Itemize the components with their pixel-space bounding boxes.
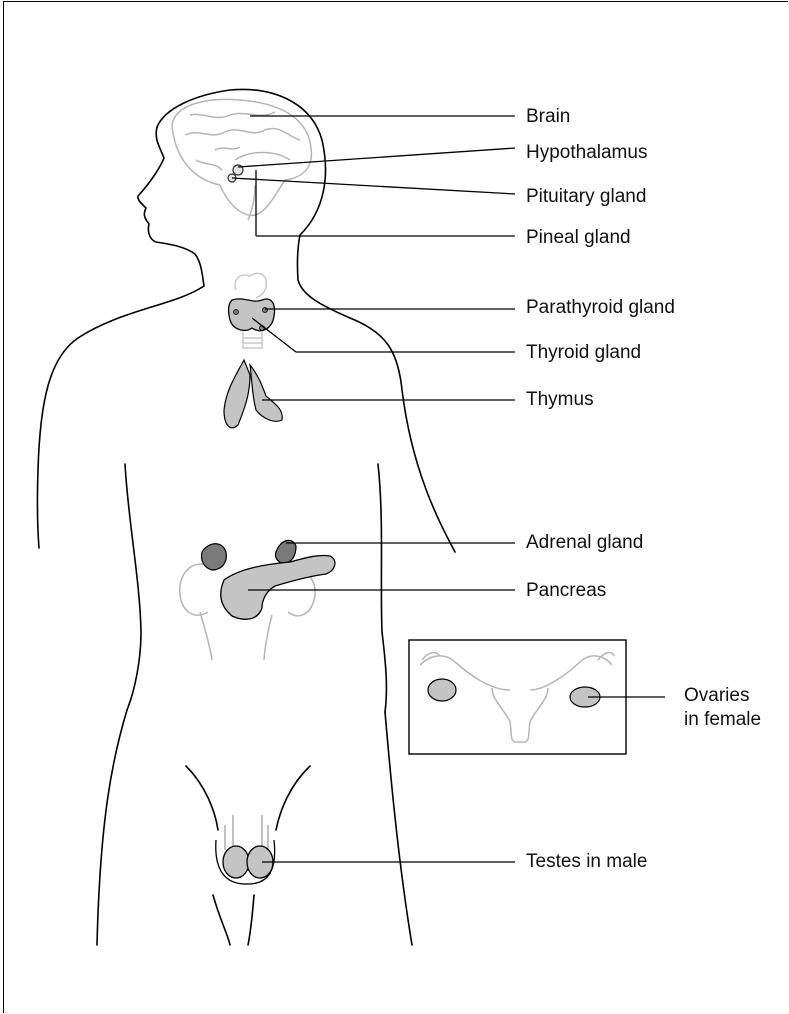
crotch-left <box>213 895 230 945</box>
label-hypothalamus: Hypothalamus <box>526 142 647 164</box>
label-pancreas: Pancreas <box>526 580 606 602</box>
testes-shape <box>216 815 275 884</box>
label-pituitary-gland: Pituitary gland <box>526 186 646 208</box>
label-ovaries-line2: in female <box>684 708 761 732</box>
groin-crease-right <box>276 766 310 830</box>
label-testes: Testes in male <box>526 851 647 873</box>
body-outline <box>37 89 455 945</box>
label-ovaries-line1: Ovaries <box>684 684 749 708</box>
label-thyroid-gland: Thyroid gland <box>526 342 641 364</box>
pancreas-shape <box>221 555 335 619</box>
label-pineal-gland: Pineal gland <box>526 227 631 249</box>
left-waist <box>125 464 141 710</box>
brain <box>172 99 311 220</box>
crotch-right <box>248 895 254 945</box>
head-and-left-torso-outline <box>157 89 455 552</box>
right-waist <box>378 464 386 712</box>
left-leg <box>97 710 127 945</box>
label-parathyroid-gland: Parathyroid gland <box>526 297 675 319</box>
label-thymus: Thymus <box>526 389 594 411</box>
right-leg <box>385 712 412 945</box>
face-profile <box>37 127 204 548</box>
thymus-shape <box>224 360 282 428</box>
label-brain: Brain <box>526 106 570 128</box>
groin-crease-left <box>186 766 218 830</box>
label-adrenal-gland: Adrenal gland <box>526 532 643 554</box>
hypothalamus <box>228 165 243 182</box>
